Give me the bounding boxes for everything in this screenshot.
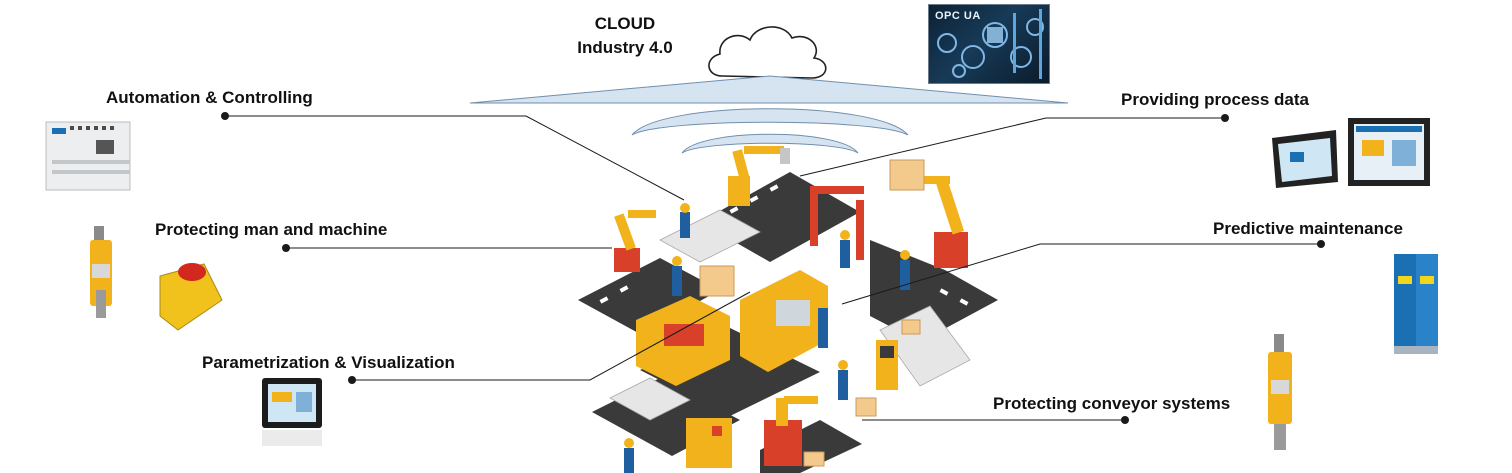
leader-dot — [221, 112, 229, 120]
roller-section-3 — [609, 377, 691, 421]
factory-illustration — [578, 146, 998, 473]
conveyor-belt-left — [578, 258, 720, 334]
hmi-panel-image-small — [1272, 130, 1338, 188]
workers — [624, 203, 910, 473]
robot-arm-top — [728, 146, 790, 206]
emergency-stop-button-image — [159, 263, 223, 331]
box — [889, 159, 925, 191]
box — [803, 451, 825, 467]
robot-arm-bottom — [764, 396, 818, 466]
leader-dot — [1221, 114, 1229, 122]
cloud-icon — [708, 26, 827, 79]
plc-controller-image — [45, 121, 131, 191]
safety-relay-image — [1394, 254, 1438, 354]
leader-dot — [1121, 416, 1129, 424]
box — [901, 319, 921, 335]
label-protecting-man-machine: Protecting man and machine — [155, 220, 388, 239]
leader-dot — [348, 376, 356, 384]
rope-pull-switch-image — [90, 226, 112, 318]
hmi-panel-image-large — [1348, 118, 1430, 186]
leader-lines — [225, 115, 1321, 421]
box — [855, 397, 877, 417]
opc-ua-image: OPC UA — [928, 4, 1050, 84]
leader-automation — [225, 115, 685, 201]
label-predictive-maintenance: Predictive maintenance — [1213, 219, 1403, 238]
press-machine — [636, 296, 730, 386]
kiosk-station — [876, 340, 898, 390]
leader-dot — [282, 244, 290, 252]
robot-arm-right — [918, 176, 968, 268]
rope-pull-switch-image-right — [1268, 334, 1292, 450]
leader-dots — [221, 112, 1325, 424]
robot-arm-left — [614, 210, 656, 272]
cloud-title-line2: Industry 4.0 — [577, 38, 673, 57]
box — [699, 265, 735, 297]
label-parametrization-visualization: Parametrization & Visualization — [202, 353, 455, 372]
cloud-title-line1: CLOUD — [594, 14, 656, 33]
drill-station — [686, 418, 732, 468]
gate-frame — [810, 186, 864, 260]
wireless-arc-inner — [681, 133, 859, 154]
label-automation-controlling: Automation & Controlling — [106, 88, 313, 107]
opc-ua-text: OPC UA — [935, 10, 981, 22]
inspection-machine — [740, 270, 828, 372]
cloud-connector-band — [469, 75, 1069, 104]
roller-section-1 — [659, 209, 761, 263]
cloud-title: CLOUD Industry 4.0 — [560, 12, 690, 60]
leader-parametrization — [352, 291, 751, 381]
label-protecting-conveyor-systems: Protecting conveyor systems — [993, 394, 1231, 413]
leader-dot — [1317, 240, 1325, 248]
leader-predictive — [841, 243, 1321, 305]
leader-process-data — [799, 117, 1225, 177]
label-providing-process-data: Providing process data — [1121, 90, 1309, 109]
wireless-arc-outer — [631, 108, 909, 136]
hmi-panel-image-left — [262, 378, 322, 446]
